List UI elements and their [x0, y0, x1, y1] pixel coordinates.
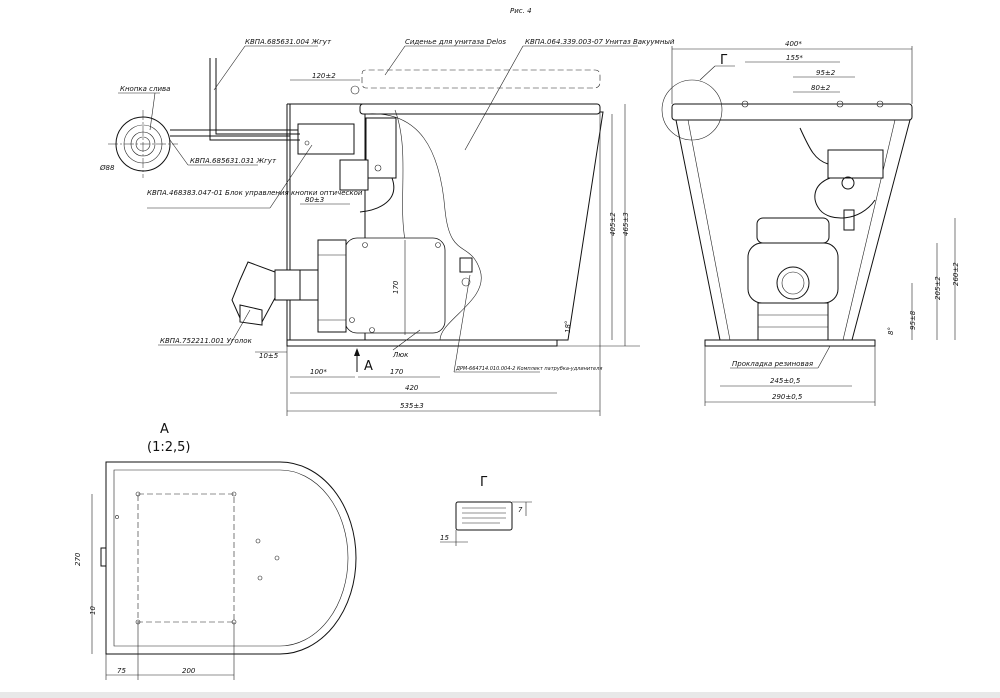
dim-205: 205±2	[934, 276, 942, 300]
dim-405: 405±2	[609, 212, 617, 236]
label-elbow: КВПА.752211.001 Уголок	[160, 337, 253, 345]
detail-a-outline	[105, 461, 357, 655]
label-seat: Сиденье для унитаза Delos	[405, 38, 506, 46]
figure-title: Рис. 4	[510, 7, 532, 15]
view-a-marker: А	[364, 359, 373, 374]
detail-g: Г 7 15	[440, 475, 532, 546]
dim-7: 7	[518, 506, 523, 514]
dim-95: 95±2	[816, 69, 836, 77]
detail-a: А (1:2,5) 270 10 75 200	[74, 422, 357, 680]
dim-535: 535±3	[400, 402, 424, 410]
dim-170-vertical: 170	[392, 280, 400, 294]
dim-15: 15	[440, 534, 449, 542]
label-harness-2: КВПА.685631.031 Жгут	[190, 157, 277, 165]
label-dia88: Ø88	[99, 164, 115, 172]
label-vacuum-toilet: КВПА.064.339.003-07 Унитаз Вакуумный	[525, 38, 675, 46]
flush-button	[108, 110, 178, 178]
side-base-plate	[704, 339, 876, 347]
dim-95b: 95±8	[909, 310, 917, 330]
seat-outline	[361, 69, 601, 89]
bottom-bar	[0, 692, 1000, 698]
dim-420: 420	[405, 384, 419, 392]
side-pump-top	[756, 217, 830, 244]
dim-290: 290±0,5	[772, 393, 803, 401]
dim-80: 80±3	[305, 196, 324, 204]
dim-170-horizontal: 170	[390, 368, 404, 376]
detail-g-circle	[661, 79, 723, 141]
detail-a-title: А	[160, 422, 169, 437]
side-view: Г	[661, 53, 913, 347]
label-hatch: Люк	[392, 351, 409, 359]
dim-8deg: 8°	[887, 327, 895, 335]
dim-120: 120±2	[312, 72, 336, 80]
front-view-labels: КВПА.685631.004 Жгут Кнопка слива КВПА.6…	[99, 38, 675, 374]
dim-100: 100*	[310, 368, 327, 376]
front-view-dimensions: 120±2 80±3 170 10±5 100* 170 420 535±3 4…	[255, 72, 640, 416]
label-rubber-gasket: Прокладка резиновая	[732, 360, 813, 368]
label-flush-button: Кнопка слива	[120, 85, 170, 93]
dim-18deg: 18°	[564, 321, 572, 333]
detail-a-scale: (1:2,5)	[147, 440, 190, 455]
front-view	[108, 58, 604, 347]
bowl-rim	[359, 103, 601, 115]
dim-400: 400*	[785, 40, 802, 48]
dim-75: 75	[117, 667, 126, 675]
dim-260: 260±2	[952, 262, 960, 286]
view-g-marker: Г	[720, 53, 728, 68]
dim-465: 465±3	[622, 212, 630, 236]
dim-10: 10±5	[259, 352, 279, 360]
dim-80b: 80±2	[811, 84, 831, 92]
detail-g-plate	[455, 501, 513, 531]
label-connector: ДРМ-664714.010.004-2 Комплект патрубка-у…	[455, 366, 602, 372]
detail-g-title: Г	[480, 475, 488, 490]
dim-10b: 10	[89, 606, 97, 615]
dim-270: 270	[74, 552, 82, 566]
dim-245: 245±0,5	[770, 377, 801, 385]
dim-155: 155*	[786, 54, 803, 62]
base-plate	[286, 339, 558, 347]
pump-body	[317, 239, 347, 333]
side-pump-base	[757, 302, 829, 341]
dim-200: 200	[182, 667, 196, 675]
side-view-dimensions: 400* 155* 95±2 80±2 260±2 205±2 95±8 8° …	[671, 40, 960, 406]
label-harness-1: КВПА.685631.004 Жгут	[245, 38, 332, 46]
control-unit-box	[297, 123, 355, 155]
label-control-unit: КВПА.468383.047-01 Блок управления кнопк…	[147, 189, 363, 197]
side-rim	[671, 103, 913, 121]
